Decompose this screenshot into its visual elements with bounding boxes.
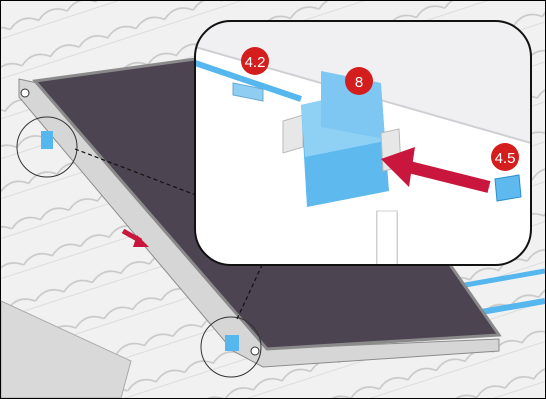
connector-small-top — [41, 131, 53, 149]
frame-bolt — [251, 347, 259, 355]
callout-label: 4.2 — [245, 54, 266, 71]
callout-badge-4-2: 4.2 — [241, 47, 269, 75]
frame-bolt — [21, 89, 29, 97]
connector-small-bottom — [225, 335, 239, 351]
callout-label: 4.5 — [495, 150, 516, 167]
callout-label: 8 — [355, 74, 363, 91]
callout-badge-4-5: 4.5 — [491, 143, 519, 171]
callout-badge-8: 8 — [345, 67, 373, 95]
